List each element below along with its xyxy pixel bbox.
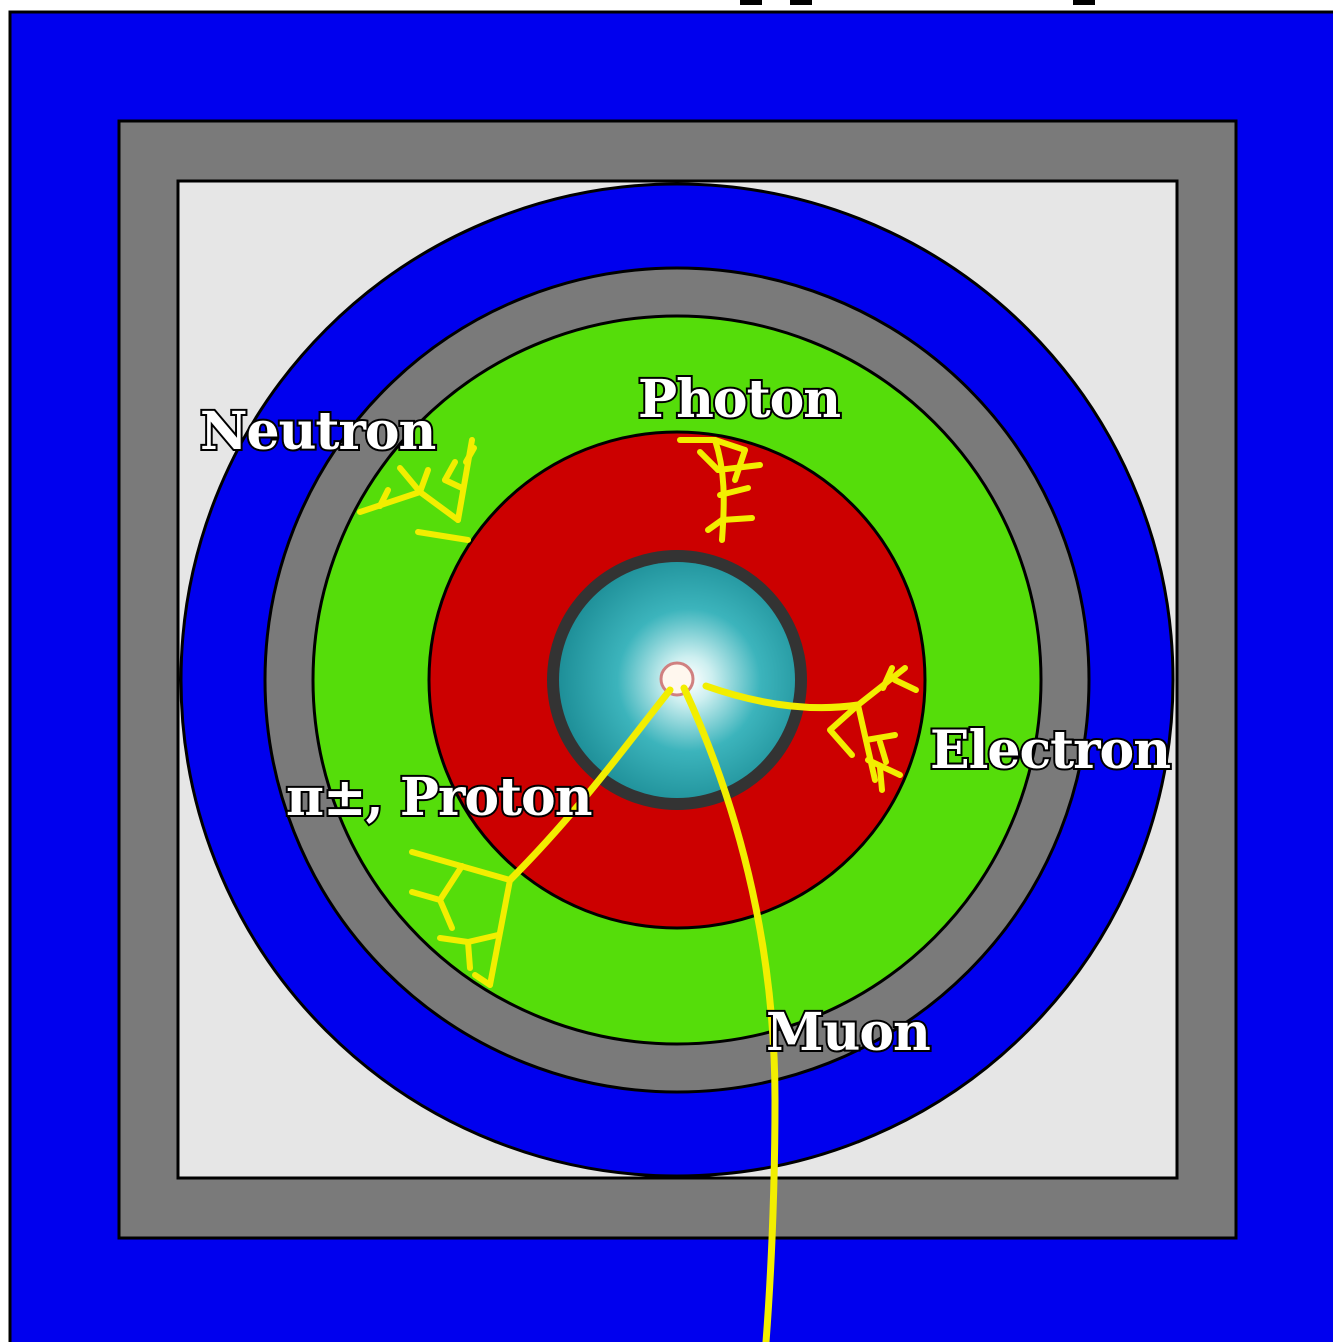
electron-label: Electron xyxy=(930,720,1170,781)
muon-label: Muon xyxy=(766,1002,930,1063)
top-tick xyxy=(790,0,812,5)
neutron-label: Neutron xyxy=(200,401,436,462)
pion-proton-label: π±, Proton xyxy=(286,767,592,828)
photon-label: Photon xyxy=(638,369,840,430)
top-tick xyxy=(1073,0,1095,5)
top-tick xyxy=(740,0,762,5)
